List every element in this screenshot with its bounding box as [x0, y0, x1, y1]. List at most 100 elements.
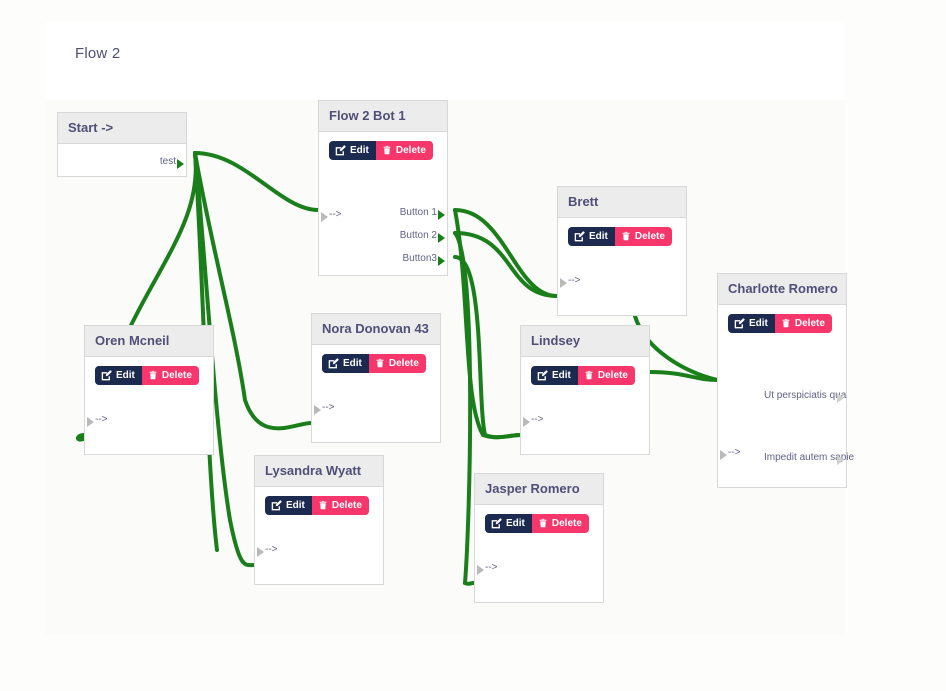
edit-button[interactable]: Edit [265, 496, 312, 515]
edit-button[interactable]: Edit [531, 366, 578, 385]
input-port[interactable]: --> [560, 275, 581, 288]
edge-connector[interactable] [453, 231, 559, 298]
delete-button[interactable]: Delete [141, 366, 199, 385]
node-action-group: Edit Delete [95, 366, 199, 385]
edit-button-label: Edit [589, 230, 608, 242]
node-title: Jasper Romero [475, 474, 603, 505]
trash-icon [584, 370, 594, 381]
edge-connector[interactable] [453, 208, 522, 440]
delete-button[interactable]: Delete [375, 141, 433, 160]
input-port[interactable]: --> [257, 544, 278, 557]
output-port[interactable]: Impedit autem sapie [764, 452, 855, 465]
edge-connector[interactable] [453, 231, 476, 586]
delete-button[interactable]: Delete [368, 354, 426, 373]
edit-button-label: Edit [552, 369, 571, 381]
node-body: Edit Delete --> [475, 505, 603, 600]
delete-button-label: Delete [388, 357, 419, 369]
edit-button-label: Edit [749, 317, 768, 329]
edit-button-label: Edit [286, 499, 305, 511]
delete-button[interactable]: Delete [531, 514, 589, 533]
delete-button-label: Delete [331, 499, 362, 511]
edge-connector[interactable] [453, 255, 522, 440]
edit-button[interactable]: Edit [95, 366, 142, 385]
input-port[interactable]: --> [523, 414, 544, 427]
node-title: Flow 2 Bot 1 [319, 101, 447, 132]
input-port[interactable]: --> [477, 562, 498, 575]
node-body: Edit Delete --> [521, 357, 649, 452]
node-action-group: Edit Delete [265, 496, 369, 515]
pencil-square-icon [734, 318, 745, 329]
pencil-square-icon [537, 370, 548, 381]
delete-button[interactable]: Delete [774, 314, 832, 333]
output-port-marker-icon [438, 233, 445, 243]
flow-header-card: Flow 2 [45, 22, 845, 100]
output-port[interactable]: Button 1 [357, 207, 445, 220]
trash-icon [621, 231, 631, 242]
trash-icon [148, 370, 158, 381]
edit-button[interactable]: Edit [329, 141, 376, 160]
pencil-square-icon [335, 145, 346, 156]
delete-button-label: Delete [597, 369, 628, 381]
output-port-marker-icon [438, 256, 445, 266]
edit-button-label: Edit [350, 144, 369, 156]
node-title: Lindsey [521, 326, 649, 357]
node-action-group: Edit Delete [568, 227, 672, 246]
edit-button[interactable]: Edit [322, 354, 369, 373]
node-title: Lysandra Wyatt [255, 456, 383, 487]
input-port[interactable]: --> [87, 414, 108, 427]
output-port[interactable]: Ut perspiciatis qua [764, 390, 847, 403]
output-port[interactable]: test [106, 156, 184, 169]
flow-node-start[interactable]: Start ->test [57, 112, 187, 177]
pencil-square-icon [271, 500, 282, 511]
delete-button[interactable]: Delete [577, 366, 635, 385]
input-port-marker-icon [314, 404, 321, 415]
pencil-square-icon [491, 518, 502, 529]
edge-connector[interactable] [453, 208, 559, 298]
pencil-square-icon [101, 370, 112, 381]
node-body: Edit Delete --> Button 1 Button 2 Button3 [319, 132, 447, 273]
edge-connector[interactable] [648, 370, 719, 382]
input-port-marker-icon [87, 416, 94, 427]
output-port-marker-icon [837, 455, 844, 465]
edit-button-label: Edit [116, 369, 135, 381]
edit-button[interactable]: Edit [568, 227, 615, 246]
edit-button[interactable]: Edit [728, 314, 775, 333]
delete-button[interactable]: Delete [614, 227, 672, 246]
output-port-marker-icon [438, 210, 445, 220]
input-port-marker-icon [720, 449, 727, 460]
input-port-marker-icon [560, 277, 567, 288]
output-port[interactable]: Button3 [357, 253, 445, 266]
delete-button-label: Delete [794, 317, 825, 329]
edit-button-label: Edit [506, 517, 525, 529]
input-port[interactable]: --> [314, 402, 335, 415]
edit-button[interactable]: Edit [485, 514, 532, 533]
delete-button[interactable]: Delete [311, 496, 369, 515]
input-port-marker-icon [257, 546, 264, 557]
node-action-group: Edit Delete [531, 366, 635, 385]
page-title: Flow 2 [75, 45, 121, 62]
output-port-marker-icon [837, 393, 844, 403]
input-port-marker-icon [477, 564, 484, 575]
output-port-marker-icon [177, 159, 184, 169]
delete-button-label: Delete [551, 517, 582, 529]
input-port[interactable]: --> [321, 209, 342, 222]
node-body: Edit Delete --> [255, 487, 383, 582]
input-port-marker-icon [321, 211, 328, 222]
input-port[interactable]: --> [720, 447, 741, 460]
edge-connector[interactable] [193, 151, 320, 212]
flow-node-flow-2-bot-1[interactable]: Flow 2 Bot 1 Edit Delete --> Button 1 Button … [318, 100, 448, 276]
delete-button-label: Delete [395, 144, 426, 156]
node-body: Edit Delete --> [85, 357, 213, 452]
trash-icon [538, 518, 548, 529]
output-port[interactable]: Button 2 [357, 230, 445, 243]
node-body: test [58, 144, 186, 174]
input-port-marker-icon [523, 416, 530, 427]
